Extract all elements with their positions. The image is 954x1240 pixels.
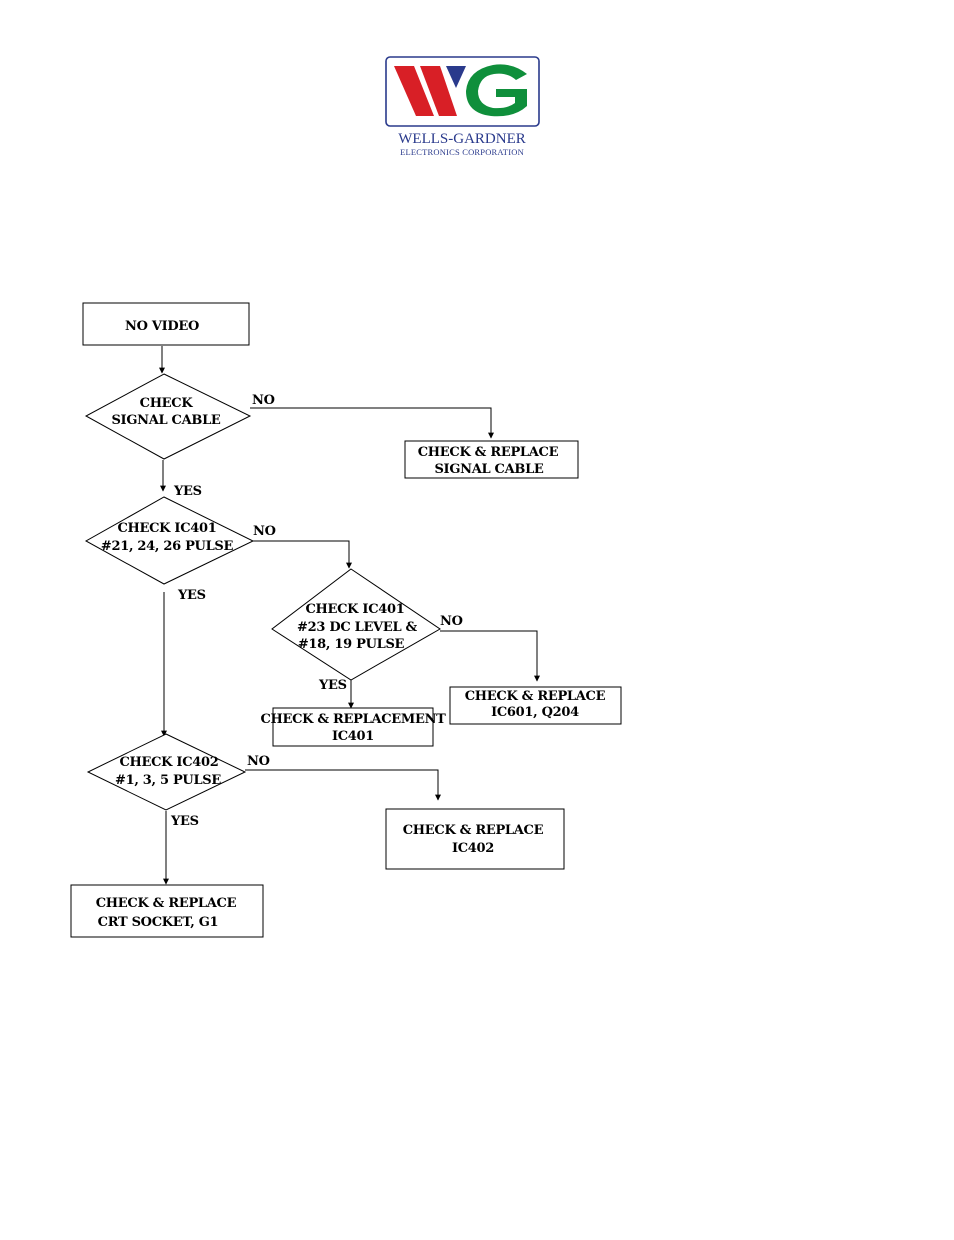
decision-check-ic401-pulse: CHECK IC401 #21, 24, 26 PULSE — [84, 496, 255, 585]
edge-ic401-pulse-no — [253, 540, 352, 569]
edge-label-ic402-yes: YES — [170, 814, 199, 829]
node-replace-signal-line-2: SIGNAL CABLE — [434, 462, 543, 477]
node-replace-ic401-line-1: CHECK & REPLACEMENT — [260, 712, 446, 727]
node-replace-ic401: CHECK & REPLACEMENT IC401 — [260, 707, 446, 747]
decision-ic401-dc-line-2: #23 DC LEVEL & — [297, 620, 417, 635]
node-replace-ic601: CHECK & REPLACE IC601, Q204 — [449, 686, 622, 725]
node-replace-ic402-line-1: CHECK & REPLACE — [403, 823, 544, 838]
edge-label-ic401-dc-yes: YES — [318, 678, 347, 693]
node-replace-crt-line-2: CRT SOCKET, G1 — [98, 915, 219, 930]
decision-check-ic401-dc: CHECK IC401 #23 DC LEVEL & #18, 19 PULSE — [271, 568, 441, 681]
edge-signal-no — [250, 407, 494, 439]
edge-label-signal-yes: YES — [173, 484, 202, 499]
connectors — [159, 346, 540, 885]
node-no-video: NO VIDEO — [82, 302, 250, 346]
logo-blue-notch — [446, 66, 466, 88]
decision-signal-line-2: SIGNAL CABLE — [111, 413, 220, 428]
edge-labels: NO YES NO YES NO YES NO YES — [170, 393, 463, 829]
decision-ic401-dc-line-1: CHECK IC401 — [306, 602, 405, 617]
node-replace-ic402-line-2: IC402 — [452, 841, 494, 856]
edge-label-ic402-no: NO — [247, 754, 270, 769]
decision-ic401-pulse-line-1: CHECK IC401 — [118, 521, 217, 536]
logo-company-name: WELLS-GARDNER — [398, 131, 526, 147]
node-replace-ic402: CHECK & REPLACE IC402 — [385, 808, 565, 870]
decision-check-ic402: CHECK IC402 #1, 3, 5 PULSE — [86, 733, 247, 811]
node-replace-signal-cable: CHECK & REPLACE SIGNAL CABLE — [404, 440, 579, 479]
edge-label-ic401-pulse-no: NO — [253, 524, 276, 539]
edge-ic402-no — [245, 769, 441, 801]
company-logo: WELLS-GARDNER ELECTRONICS CORPORATION — [385, 56, 540, 157]
node-replace-signal-line-1: CHECK & REPLACE — [418, 445, 559, 460]
decision-ic402-line-1: CHECK IC402 — [120, 755, 219, 770]
node-replace-crt-line-1: CHECK & REPLACE — [96, 896, 237, 911]
node-replace-ic601-line-1: CHECK & REPLACE — [465, 689, 606, 704]
node-replace-ic401-line-2: IC401 — [332, 729, 374, 744]
logo-company-sub: ELECTRONICS CORPORATION — [400, 147, 524, 157]
edge-ic401-dc-no — [440, 630, 540, 682]
decision-check-signal-cable: CHECK SIGNAL CABLE — [84, 373, 252, 460]
decision-ic402-line-2: #1, 3, 5 PULSE — [115, 773, 221, 788]
node-replace-ic601-line-2: IC601, Q204 — [491, 705, 579, 720]
decision-ic401-pulse-line-2: #21, 24, 26 PULSE — [101, 539, 234, 554]
decision-signal-line-1: CHECK — [140, 396, 194, 411]
node-replace-crt-socket: CHECK & REPLACE CRT SOCKET, G1 — [70, 884, 264, 938]
logo-g-shape — [466, 64, 527, 117]
logo-w-stroke-1 — [394, 66, 434, 116]
logo-w-stroke-2 — [420, 66, 457, 116]
decision-ic401-dc-line-3: #18, 19 PULSE — [298, 637, 405, 652]
edge-label-signal-no: NO — [252, 393, 275, 408]
edge-label-ic401-pulse-yes: YES — [177, 588, 206, 603]
edge-label-ic401-dc-no: NO — [440, 614, 463, 629]
node-no-video-text: NO VIDEO — [125, 319, 199, 334]
